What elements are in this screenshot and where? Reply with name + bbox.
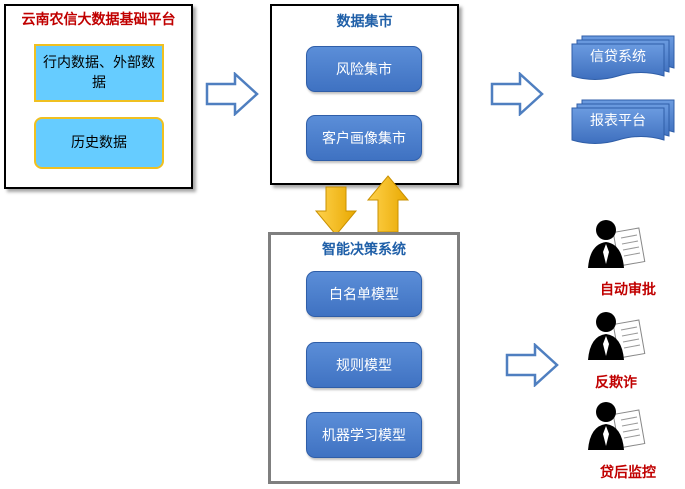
systems-stack	[571, 35, 675, 144]
data-mart-title: 数据集市	[336, 14, 393, 30]
whitelist-model-box: 白名单模型	[306, 271, 422, 317]
data-mart-panel: 数据集市 风险集市 客户画像集市	[270, 4, 459, 185]
credit-system-label: 信贷系统	[590, 49, 646, 65]
person-document-icon	[588, 312, 646, 360]
anti-fraud-label: 反欺诈	[595, 375, 637, 391]
post-loan-monitoring-label: 贷后监控	[600, 465, 656, 481]
arrow-down-icon	[314, 186, 358, 236]
arrow-up-icon	[366, 175, 410, 233]
platform-panel: 云南农信大数据基础平台 行内数据、外部数据 历史数据	[4, 4, 193, 189]
risk-mart-box: 风险集市	[306, 46, 422, 92]
history-data-box: 历史数据	[34, 117, 164, 169]
arrow-right-icon	[205, 72, 259, 116]
ml-model-box: 机器学习模型	[306, 412, 422, 458]
internal-external-data-box: 行内数据、外部数据	[34, 44, 164, 102]
rule-model-box: 规则模型	[306, 342, 422, 388]
person-document-icon	[588, 402, 646, 450]
person-document-icon	[588, 220, 646, 268]
auto-approval-label: 自动审批	[600, 282, 656, 298]
report-platform-label: 报表平台	[590, 113, 646, 129]
customer-profile-mart-box: 客户画像集市	[306, 115, 422, 161]
credit-system-doc-icon	[571, 35, 675, 80]
decision-system-title: 智能决策系统	[322, 242, 406, 258]
platform-title: 云南农信大数据基础平台	[21, 12, 176, 28]
arrow-right-icon	[505, 343, 559, 387]
report-platform-doc-icon	[571, 99, 675, 144]
decision-system-panel: 智能决策系统 白名单模型 规则模型 机器学习模型	[268, 232, 460, 484]
arrow-right-icon	[490, 72, 544, 116]
